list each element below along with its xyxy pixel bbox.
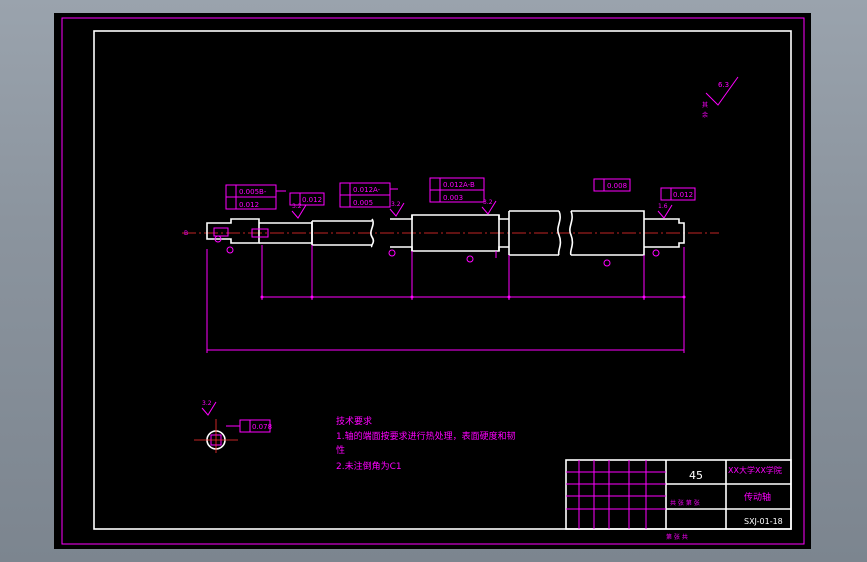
tol-d2: 0.003 [443, 194, 463, 202]
title-material: 45 [689, 469, 703, 482]
notes-heading: 技术要求 [336, 415, 372, 427]
roughness-r4: 1.6 [658, 203, 668, 210]
roughness-r1: 3.2 [292, 203, 302, 210]
notes-line2: 2.未注倒角为C1 [336, 460, 402, 472]
tolerance-frame-b: 0.012 [289, 192, 325, 206]
tolerance-frame-d: 0.012A-B 0.003 [429, 177, 485, 203]
drawing-sheet: 6.3 其 余 B [61, 17, 805, 545]
keyway-2 [251, 228, 269, 238]
title-block: 45 XX大学XX学院 传动轴 SXJ-01-18 共 张 第 张 第 张 共 [565, 459, 792, 541]
title-scale-label: 共 张 第 张 [670, 499, 700, 507]
outer-frame [61, 17, 805, 545]
title-part-name: 传动轴 [744, 491, 771, 503]
dimension-lines [206, 245, 686, 353]
keyway-1 [213, 227, 229, 237]
svg-text:余: 余 [702, 111, 708, 119]
roughness-r2: 3.2 [391, 201, 401, 208]
tol-c2: 0.005 [353, 199, 373, 207]
tol-section: 0.078 [252, 423, 272, 431]
inner-frame [93, 30, 792, 530]
technical-notes: 技术要求 1.轴的端面按要求进行热处理，表面硬度和韧 性 2.未注倒角为C1 [336, 415, 516, 472]
corner-roughness-symbol: 6.3 其 余 [702, 76, 739, 119]
tolerance-frame-f: 0.012 [660, 187, 696, 201]
corner-roughness-value: 6.3 [718, 81, 729, 89]
roughness-r3: 3.2 [483, 199, 493, 206]
tol-f1: 0.012 [673, 191, 693, 199]
shaft-outline [206, 210, 685, 256]
roughness-symbol-2: 3.2 [389, 201, 405, 217]
tol-a1: 0.005B- [239, 188, 267, 196]
cad-viewport[interactable]: 6.3 其 余 B [54, 13, 811, 549]
tol-a2: 0.012 [239, 201, 259, 209]
tolerance-frame-a: 0.005B- 0.012 [225, 184, 286, 210]
tolerance-frame-e: 0.008 [593, 178, 631, 192]
title-sheet-label: 第 张 共 [666, 533, 688, 541]
svg-text:B: B [184, 230, 188, 237]
tol-c1: 0.012A- [353, 186, 381, 194]
roughness-symbol-1: 3.2 [291, 203, 307, 219]
roughness-section: 3.2 [202, 400, 212, 407]
svg-text:其: 其 [702, 101, 708, 109]
notes-line1: 1.轴的端面按要求进行热处理，表面硬度和韧 [336, 430, 516, 442]
center-hole-marker [214, 235, 222, 243]
notes-line1-cont: 性 [336, 444, 345, 456]
roughness-symbol-3: 3.2 [481, 199, 497, 215]
tol-d1: 0.012A-B [443, 181, 475, 189]
tol-b1: 0.012 [302, 196, 322, 204]
cross-section-view: 3.2 0.078 [194, 400, 272, 453]
title-school: XX大学XX学院 [728, 465, 782, 475]
datum-markers [226, 246, 660, 267]
tolerance-frame-c: 0.012A- 0.005 [339, 182, 398, 208]
tol-e1: 0.008 [607, 182, 627, 190]
roughness-symbol-4: 1.6 [657, 203, 673, 219]
title-drawing-no: SXJ-01-18 [744, 517, 783, 526]
